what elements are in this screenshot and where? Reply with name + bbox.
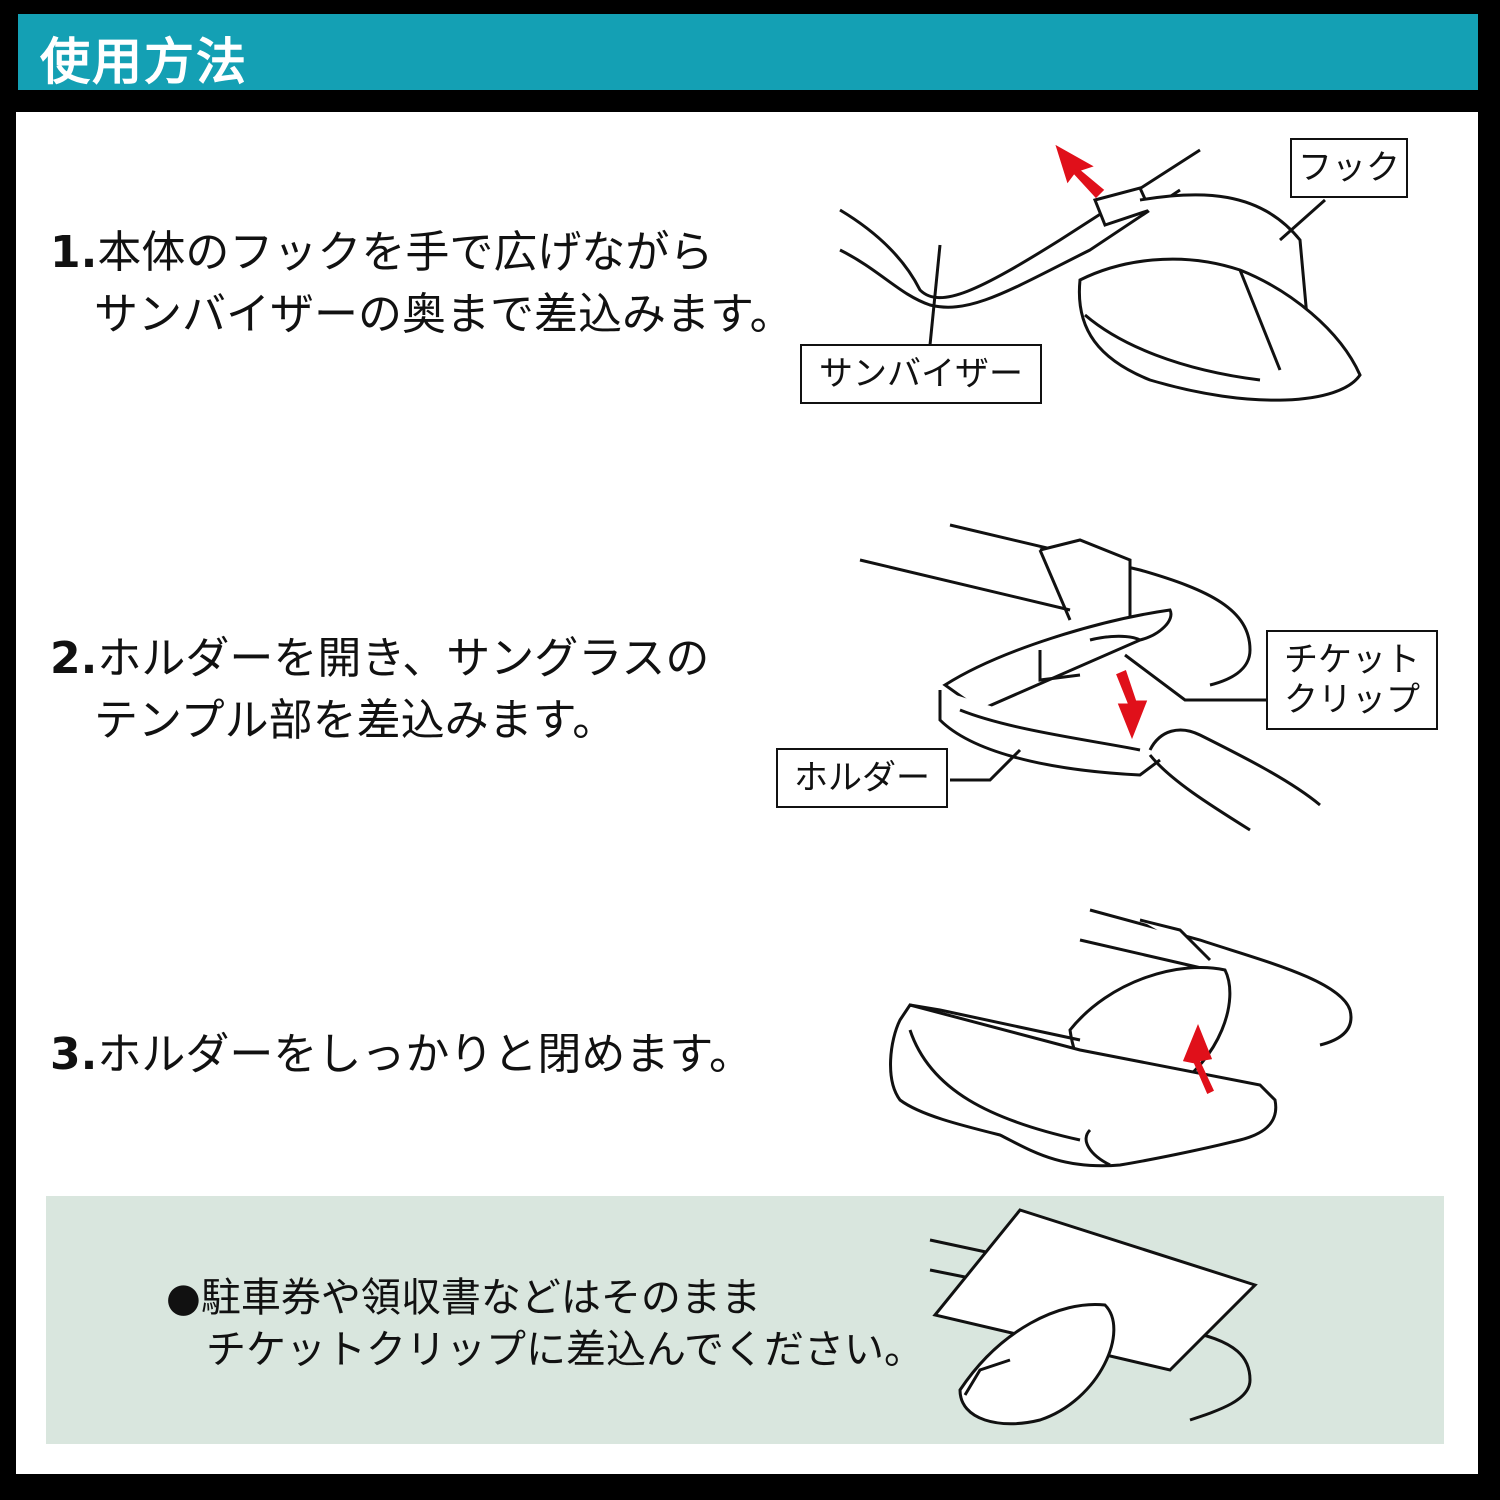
step-2-line2: テンプル部を差込みます。 <box>94 695 617 746</box>
step-2-illustration <box>859 523 1321 832</box>
step-1-line1: 本体のフックを手で広げながら <box>97 227 714 278</box>
header-bar: 使用方法 <box>18 14 1478 91</box>
callout-ticket-clip: チケット クリップ <box>1266 630 1438 730</box>
note-line1: ●駐車券や領収書などはそのまま <box>166 1275 761 1321</box>
callout-holder: ホルダー <box>776 748 948 808</box>
step-1-number: 1. <box>50 227 98 278</box>
callout-sunvisor: サンバイザー <box>800 344 1042 404</box>
callout-hook: フック <box>1290 138 1408 198</box>
callout-ticket-clip-line1: チケット <box>1284 640 1420 680</box>
step-1-line2: サンバイザーの奥まで差込みます。 <box>94 289 794 340</box>
note-line2: チケットクリップに差込んでください。 <box>206 1327 924 1373</box>
step-2: 2.ホルダーを開き、サングラスの テンプル部を差込みます。 <box>50 628 709 752</box>
step-3: 3.ホルダーをしっかりと閉めます。 <box>50 1024 753 1086</box>
note-illustration <box>929 1208 1258 1426</box>
step-3-line1: ホルダーをしっかりと閉めます。 <box>97 1029 753 1080</box>
step-1-illustration <box>839 144 1362 402</box>
page-title: 使用方法 <box>40 33 248 91</box>
press-down-arrow-icon <box>1116 669 1148 740</box>
note-text: ●駐車券や領収書などはそのまま チケットクリップに差込んでください。 <box>166 1272 924 1376</box>
step-3-number: 3. <box>50 1029 98 1080</box>
close-direction-arrow-icon <box>1182 1023 1214 1095</box>
insert-direction-arrow-icon <box>1055 144 1105 199</box>
step-1: 1.本体のフックを手で広げながら サンバイザーの奥まで差込みます。 <box>50 222 794 346</box>
step-2-line1: ホルダーを開き、サングラスの <box>97 633 710 684</box>
callout-ticket-clip-line2: クリップ <box>1284 680 1420 720</box>
step-2-number: 2. <box>50 633 98 684</box>
step-3-illustration <box>889 908 1353 1168</box>
